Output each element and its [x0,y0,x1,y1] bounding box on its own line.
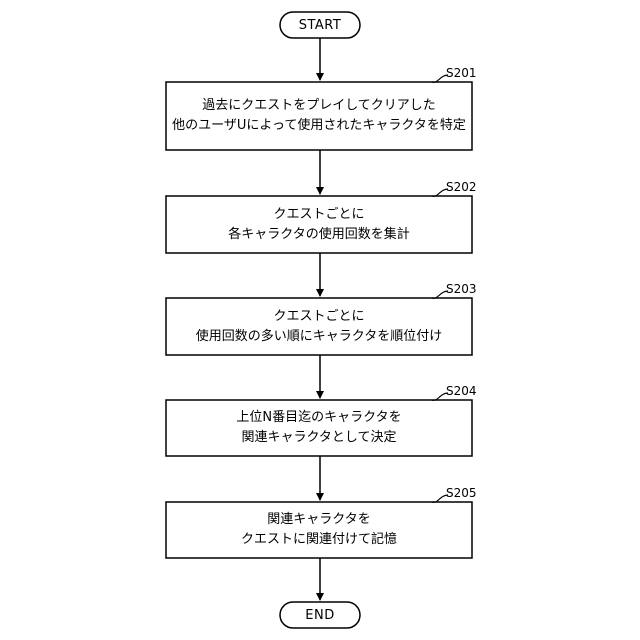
step-line: 関連キャラクタとして決定 [241,428,396,448]
step-line: 使用回数の多い順にキャラクタを順位付け [196,327,442,347]
step-line: 各キャラクタの使用回数を集計 [228,225,409,245]
step-line: クエストに関連付けて記憶 [241,530,397,550]
step-line: 上位N番目迄のキャラクタを [236,408,401,428]
step-id-s202: S202 [446,180,496,194]
step-text-s203: クエストごとに 使用回数の多い順にキャラクタを順位付け [166,298,472,355]
step-id-s201: S201 [446,66,496,80]
step-text-s204: 上位N番目迄のキャラクタを 関連キャラクタとして決定 [166,400,472,456]
step-line: クエストごとに [273,205,364,225]
end-label: END [280,602,360,628]
start-label: START [280,12,360,38]
step-line: 過去にクエストをプレイしてクリアした [202,96,436,116]
step-id-s205: S205 [446,486,496,500]
step-text-s205: 関連キャラクタを クエストに関連付けて記憶 [166,502,472,558]
step-id-s204: S204 [446,384,496,398]
step-line: 他のユーザUによって使用されたキャラクタを特定 [172,116,466,136]
step-id-s203: S203 [446,282,496,296]
step-line: 関連キャラクタを [267,510,370,530]
step-text-s201: 過去にクエストをプレイしてクリアした 他のユーザUによって使用されたキャラクタを… [166,82,472,150]
step-line: クエストごとに [273,307,364,327]
step-text-s202: クエストごとに 各キャラクタの使用回数を集計 [166,196,472,253]
